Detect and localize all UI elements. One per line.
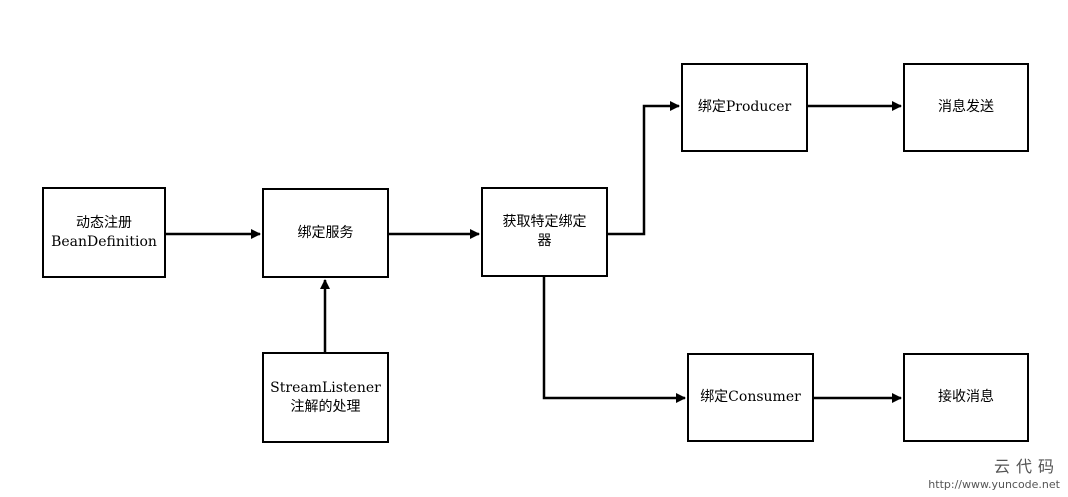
node-label: 绑定Consumer <box>700 389 801 405</box>
node-bind-service: 绑定服务 <box>262 188 389 278</box>
node-label: 接收消息 <box>938 389 994 405</box>
watermark-name: 云代码 <box>993 457 1060 476</box>
node-get-binder: 获取特定绑定 器 <box>481 187 608 277</box>
node-label: 绑定服务 <box>297 224 354 241</box>
node-receive-message: 接收消息 <box>903 353 1029 442</box>
edge-get-binder-to-producer <box>608 101 680 236</box>
watermark: 云代码 http://www.yuncode.net <box>928 457 1060 492</box>
node-label: 消息发送 <box>938 99 994 115</box>
node-send-message: 消息发送 <box>903 63 1029 152</box>
node-bind-producer: 绑定Producer <box>681 63 808 152</box>
node-label: 器 <box>537 233 552 249</box>
node-dynamic-register: 动态注册 BeanDefinition <box>42 187 166 278</box>
node-stream-listener: StreamListener 注解的处理 <box>262 352 389 443</box>
node-label: 动态注册 <box>76 214 132 231</box>
node-bind-consumer: 绑定Consumer <box>687 353 814 442</box>
edge-get-binder-to-consumer <box>542 277 686 403</box>
node-label: BeanDefinition <box>51 233 157 250</box>
node-label: StreamListener <box>270 379 381 396</box>
node-label: 绑定Producer <box>697 99 792 115</box>
node-label: 获取特定绑定 <box>502 214 587 230</box>
node-label: 注解的处理 <box>290 398 361 415</box>
watermark-url: http://www.yuncode.net <box>928 478 1060 491</box>
